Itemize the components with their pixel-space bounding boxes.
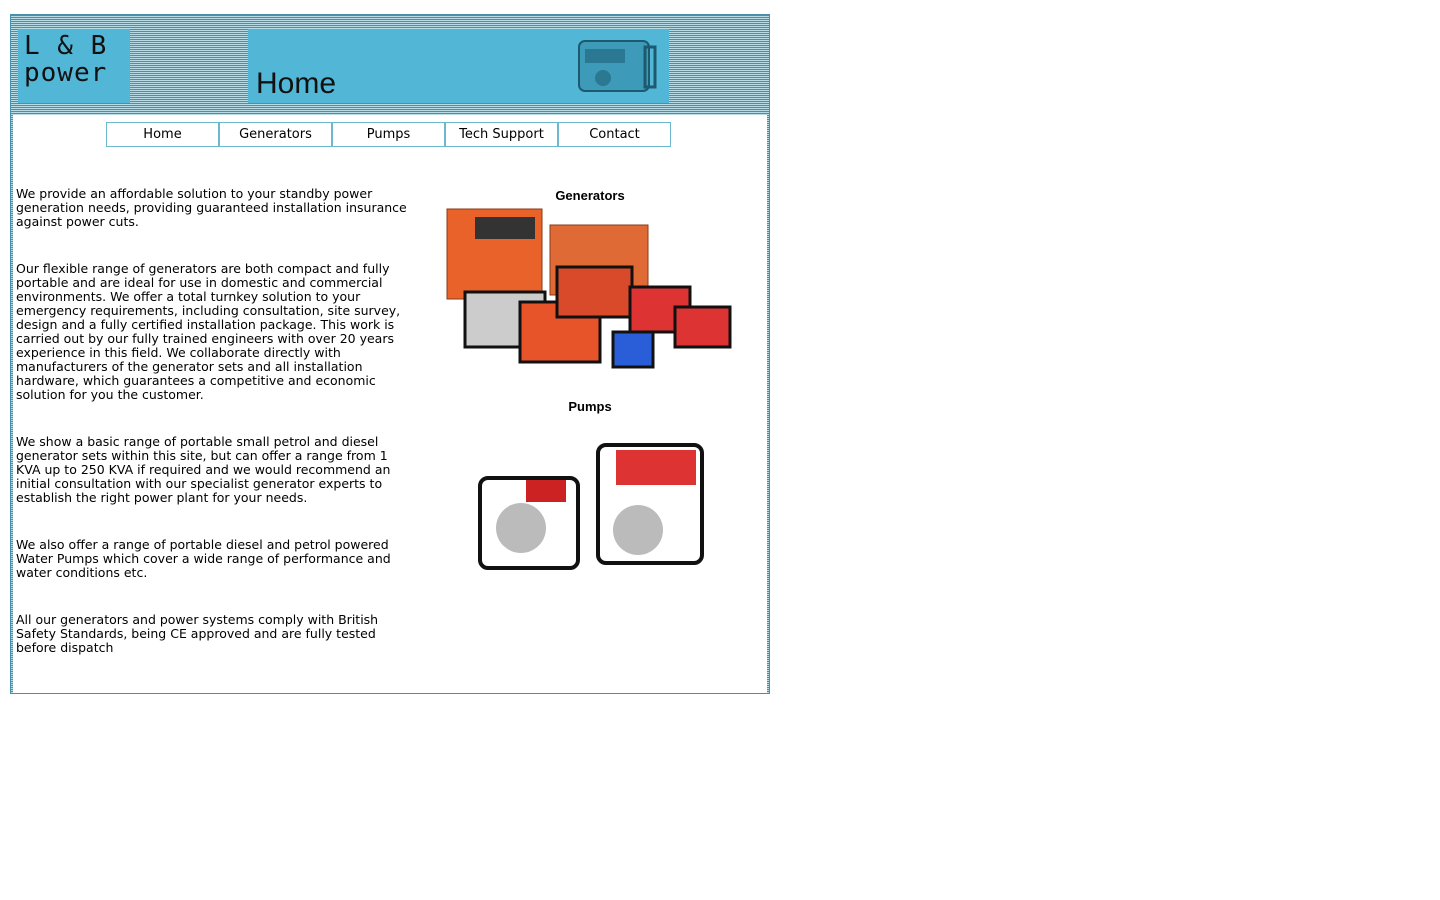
nav-tech-support[interactable]: Tech Support	[445, 122, 558, 147]
generators-caption: Generators	[555, 188, 625, 203]
paragraph: We provide an affordable solution to you…	[16, 186, 407, 229]
nav-contact[interactable]: Contact	[558, 122, 671, 147]
title-banner: Home	[248, 29, 669, 103]
intro-text: We provide an affordable solution to you…	[16, 187, 416, 688]
paragraph: All our generators and power systems com…	[16, 612, 379, 655]
logo-text: power	[24, 58, 108, 88]
generators-image[interactable]	[445, 207, 735, 377]
main-nav: Home Generators Pumps Tech Support Conta…	[106, 122, 671, 147]
generator-icon	[578, 40, 657, 92]
frame-border	[11, 115, 13, 693]
pumps-image[interactable]	[476, 440, 706, 575]
logo-text: L & B	[24, 31, 108, 61]
page-title: Home	[256, 67, 337, 100]
paragraph: We also offer a range of portable diesel…	[16, 537, 391, 580]
pumps-caption: Pumps	[568, 399, 612, 414]
nav-pumps[interactable]: Pumps	[332, 122, 445, 147]
nav-generators[interactable]: Generators	[219, 122, 332, 147]
paragraph: We show a basic range of portable small …	[16, 434, 391, 505]
nav-home[interactable]: Home	[106, 122, 219, 147]
paragraph: Our flexible range of generators are bot…	[16, 261, 401, 402]
frame-border	[767, 115, 769, 693]
